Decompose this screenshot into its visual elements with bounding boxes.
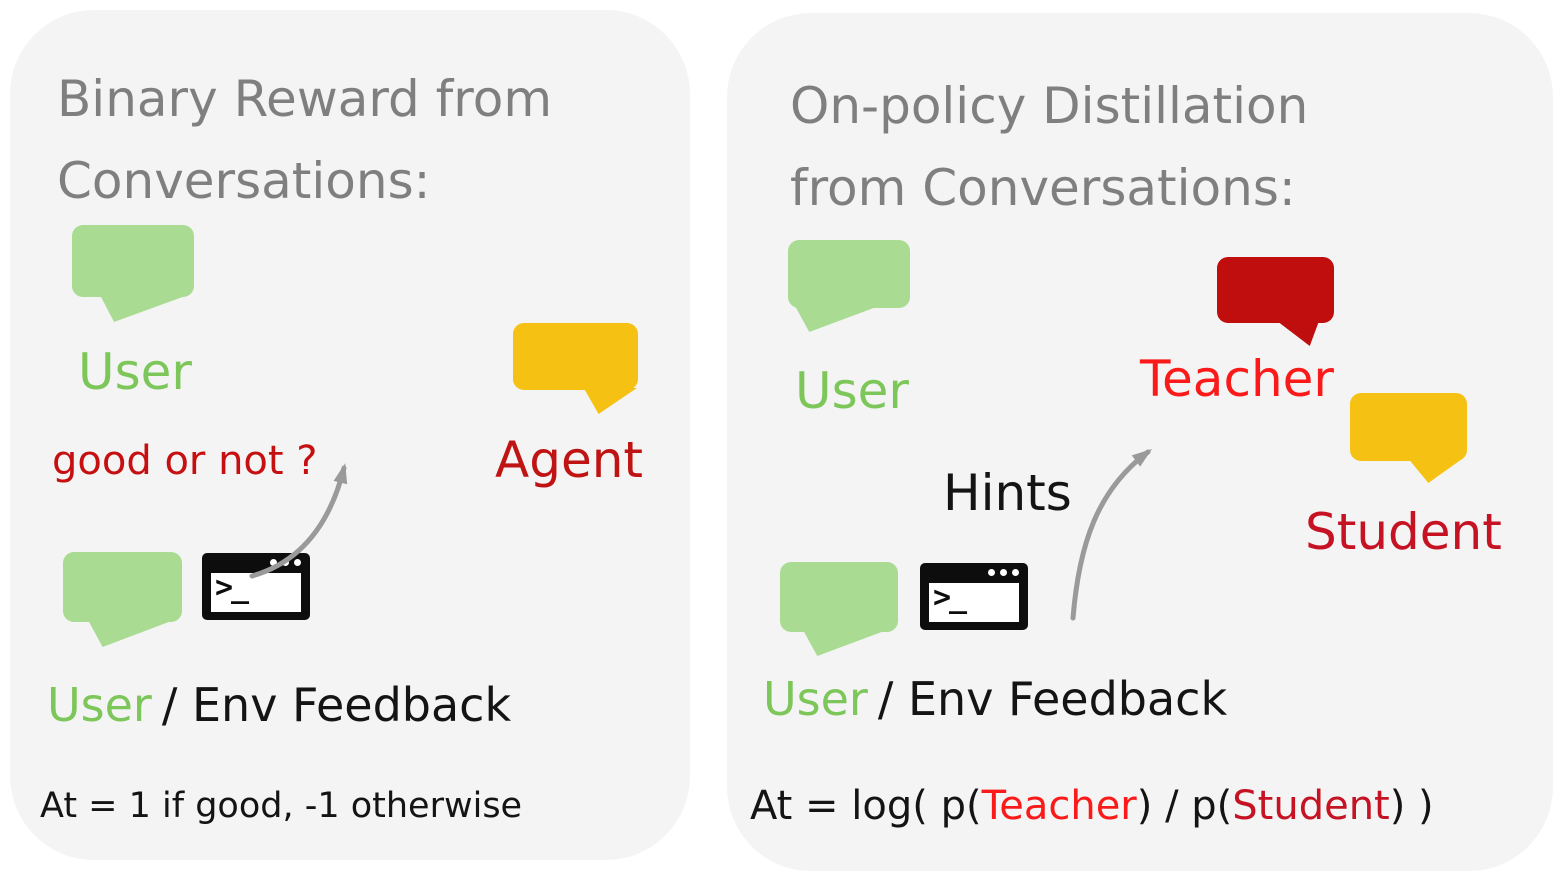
student-label: Student	[1305, 503, 1502, 561]
terminal-window-dots	[988, 569, 1019, 576]
formula-suffix: ) )	[1389, 783, 1434, 829]
good-or-not-question: good or not ?	[52, 438, 318, 484]
terminal-prompt-glyph: >_	[933, 580, 967, 615]
formula-prefix: At = log( p(	[750, 783, 982, 829]
agent-speech-bubble-icon	[513, 323, 638, 390]
teacher-speech-bubble-icon	[1217, 257, 1334, 323]
user-speech-bubble-icon	[72, 225, 194, 297]
teacher-label: Teacher	[1140, 350, 1334, 408]
terminal-icon: >_	[202, 553, 310, 620]
left-title-line2: Conversations:	[57, 152, 431, 210]
user-speech-bubble-icon	[63, 552, 182, 622]
distillation-formula: At = log( p(Teacher) / p(Student) )	[750, 783, 1434, 829]
terminal-prompt-glyph: >_	[215, 570, 249, 605]
terminal-screen: >_	[929, 580, 1019, 622]
right-title-line2: from Conversations:	[790, 159, 1296, 217]
right-env-feedback-label: / Env Feedback	[877, 672, 1228, 726]
formula-mid: ) / p(	[1136, 783, 1233, 829]
left-env-feedback-label: / Env Feedback	[161, 678, 512, 732]
user-speech-bubble-icon	[788, 240, 910, 308]
right-user-bottom-label: User	[763, 672, 868, 726]
hints-label: Hints	[943, 464, 1072, 522]
left-user-bottom-label: User	[47, 678, 152, 732]
user-speech-bubble-icon	[780, 562, 898, 632]
terminal-screen: >_	[211, 570, 301, 612]
right-user-top-label: User	[795, 362, 909, 420]
binary-reward-panel: Binary Reward from Conversations:	[10, 10, 690, 860]
formula-student: Student	[1232, 783, 1390, 829]
terminal-icon: >_	[920, 563, 1028, 630]
right-user-env-feedback: User/ Env Feedback	[763, 672, 1227, 726]
left-user-top-label: User	[78, 343, 192, 401]
agent-label: Agent	[495, 431, 643, 489]
left-user-env-feedback: User/ Env Feedback	[47, 678, 511, 732]
formula-teacher: Teacher	[981, 783, 1137, 829]
left-panel-title: Binary Reward from Conversations:	[57, 58, 552, 222]
right-title-line1: On-policy Distillation	[790, 77, 1309, 135]
right-panel-title: On-policy Distillation from Conversation…	[790, 65, 1308, 229]
left-title-line1: Binary Reward from	[57, 70, 553, 128]
student-speech-bubble-icon	[1350, 393, 1467, 461]
terminal-window-dots	[270, 559, 301, 566]
binary-reward-formula: At = 1 if good, -1 otherwise	[40, 786, 523, 826]
